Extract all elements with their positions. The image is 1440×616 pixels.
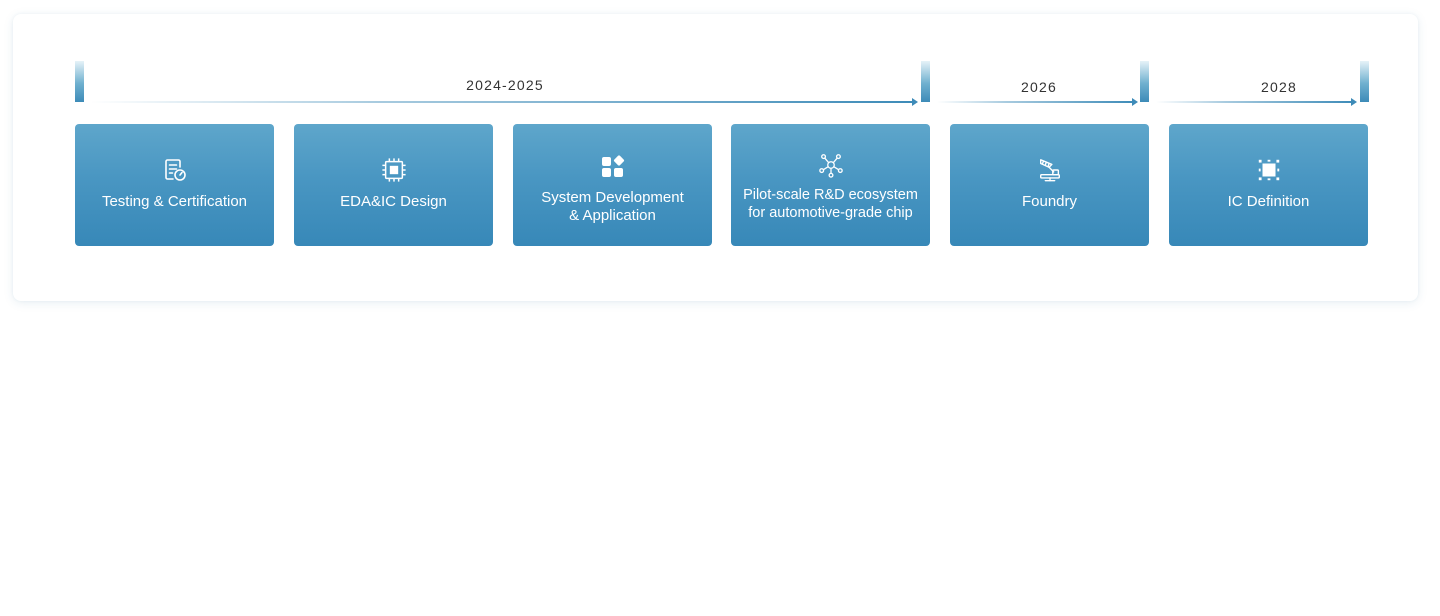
period-arrow-2028: [1156, 98, 1357, 106]
period-label: 2028: [1261, 79, 1297, 95]
arrow-head-icon: [1132, 98, 1138, 106]
period-arrow-2026: [937, 98, 1138, 106]
chip-icon: [381, 157, 407, 183]
period-label: 2024-2025: [466, 77, 544, 93]
card-label: System Development & Application: [541, 189, 684, 224]
timeline-marker-2028-end: [1360, 61, 1369, 102]
ecosystem-nodes-icon: [818, 152, 844, 178]
arrow-head-icon: [1351, 98, 1357, 106]
period-label: 2026: [1021, 79, 1057, 95]
card-label: Testing & Certification: [101, 193, 248, 210]
card-ic-definition[interactable]: IC Definition: [1169, 124, 1368, 246]
timeline-marker-2024-end: [921, 61, 930, 102]
test-report-icon: [162, 157, 188, 183]
card-system-development[interactable]: System Development & Application: [513, 124, 712, 246]
card-eda-ic-design[interactable]: EDA&IC Design: [294, 124, 493, 246]
card-label: EDA&IC Design: [340, 193, 447, 210]
card-pilot-ecosystem[interactable]: Pilot-scale R&D ecosystem for automotive…: [731, 124, 930, 246]
timeline-marker-start: [75, 61, 84, 102]
card-testing-certification[interactable]: Testing & Certification: [75, 124, 274, 246]
timeline-marker-2026-end: [1140, 61, 1149, 102]
selection-square-icon: [1256, 157, 1282, 183]
card-foundry[interactable]: Foundry: [950, 124, 1149, 246]
arrow-head-icon: [912, 98, 918, 106]
factory-machine-icon: [1037, 157, 1063, 183]
app-blocks-icon: [600, 154, 626, 180]
card-label: IC Definition: [1227, 193, 1310, 210]
period-arrow-2024-2025: [90, 98, 918, 106]
card-label: Foundry: [1021, 193, 1078, 210]
card-label: Pilot-scale R&D ecosystem for automotive…: [743, 187, 918, 221]
